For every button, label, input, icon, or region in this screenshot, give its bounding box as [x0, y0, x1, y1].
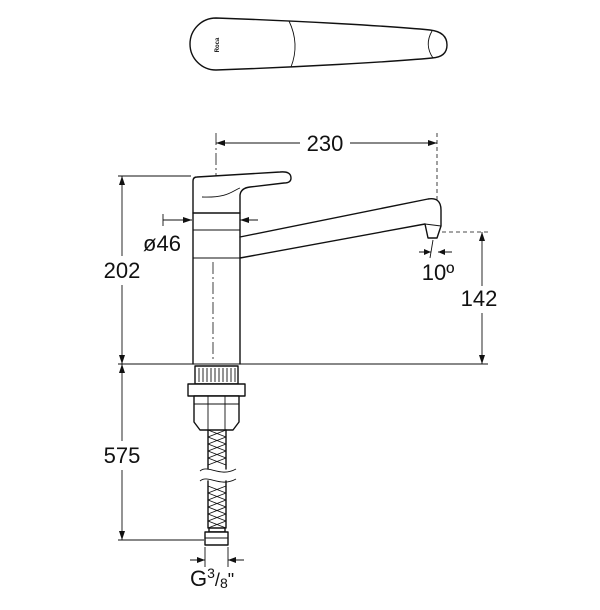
top-view-handle: Roca	[189, 17, 448, 71]
arrow-right	[197, 557, 205, 563]
spout-nozzle-line	[424, 223, 442, 227]
arrow-down	[479, 355, 485, 364]
hose-braid	[207, 429, 227, 529]
hose-braid-line	[207, 457, 227, 466]
break-mark-upper	[199, 468, 237, 473]
dimension-spout-height: 142	[461, 232, 498, 364]
hose-braid-line	[207, 506, 227, 515]
handle-top-outline	[189, 17, 448, 71]
hose-length-label: 575	[104, 443, 141, 468]
hose-braid-line	[207, 429, 227, 438]
body-diameter-label: ø46	[143, 231, 181, 256]
handle-top-tip-line	[427, 30, 434, 59]
hose-braid-line	[207, 520, 227, 529]
handle-detail-line	[201, 187, 241, 198]
hose-braid-line	[207, 513, 227, 522]
threaded-shank	[194, 365, 239, 385]
body-outline	[192, 212, 241, 365]
spout-height-label: 142	[461, 286, 498, 311]
connection-slash: /	[215, 570, 220, 590]
dimension-connection: G3/8"	[190, 547, 244, 591]
hose-outline	[207, 429, 227, 529]
arrow-down	[119, 355, 125, 364]
arrow-right	[428, 140, 437, 146]
fixing-nut-facets	[194, 396, 239, 430]
hose-braid-line	[207, 450, 227, 459]
dimension-body-diameter: ø46	[143, 214, 258, 256]
fixing-washer	[187, 383, 246, 397]
arrow-up	[479, 232, 485, 241]
handle-lever	[192, 171, 292, 214]
arrow-left	[240, 217, 249, 223]
handle-top-joint-line	[288, 20, 296, 68]
arrow-up	[119, 364, 125, 373]
hose-braid-line	[207, 443, 227, 452]
dimension-hose-length: 575	[104, 364, 141, 540]
angle-leg	[429, 239, 434, 259]
dimension-total-height: 202	[104, 176, 141, 364]
connection-denominator: 8	[220, 575, 228, 591]
arrow-left	[438, 249, 445, 255]
dimension-spout-angle: 10º	[419, 239, 455, 285]
hose-braid-line	[207, 485, 227, 494]
extension-lines	[204, 547, 229, 567]
break-mark-lower	[199, 478, 237, 483]
arrow-right	[183, 217, 192, 223]
connection-numerator: 3	[207, 565, 215, 581]
hose-braid-line	[207, 499, 227, 508]
arrow-left	[216, 140, 225, 146]
spout-angle-label: 10º	[422, 260, 455, 285]
side-view	[118, 133, 488, 546]
connector-nut	[204, 531, 229, 546]
hose-braid-line	[207, 492, 227, 501]
hose-braid-line	[207, 436, 227, 445]
arrow-down	[119, 531, 125, 540]
dimension-spout-reach: 230	[216, 131, 437, 156]
shank-threads	[198, 368, 236, 382]
arrow-right	[424, 249, 431, 255]
logo-text: Roca	[215, 37, 221, 52]
arrow-up	[119, 176, 125, 185]
connection-prefix: G	[190, 566, 207, 591]
total-height-label: 202	[104, 258, 141, 283]
fixing-nut	[193, 395, 240, 431]
spout	[239, 198, 442, 259]
connection-label: G3/8"	[190, 565, 234, 591]
spout-reach-label: 230	[307, 131, 344, 156]
connection-suffix: "	[228, 570, 234, 590]
arrow-left	[228, 557, 236, 563]
